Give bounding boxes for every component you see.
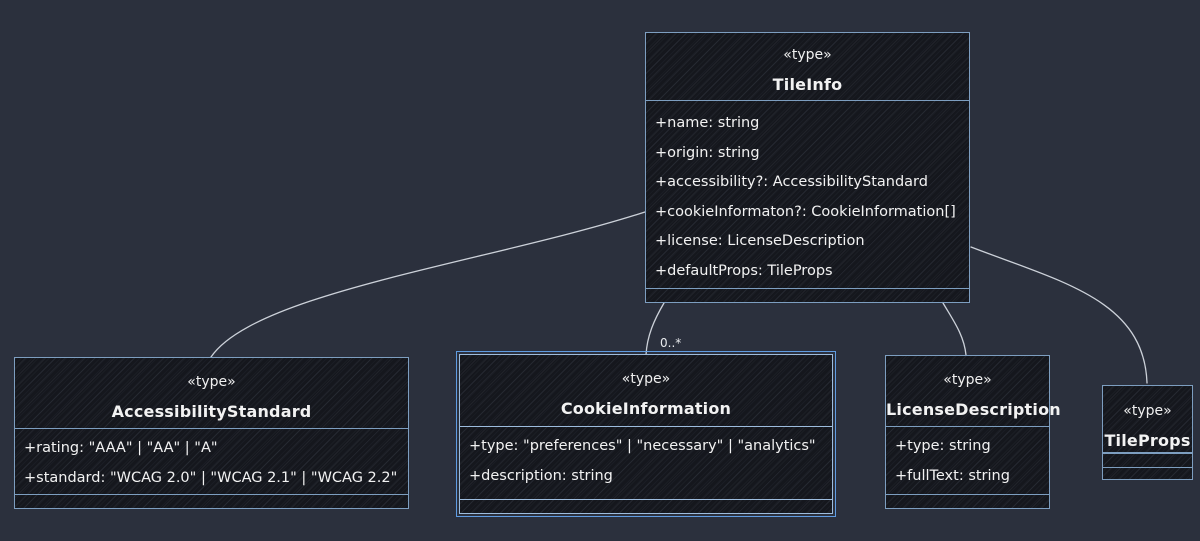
class-header: «type» TileProps — [1103, 386, 1192, 453]
attributes-compartment: +name: string +origin: string +accessibi… — [646, 101, 969, 288]
class-name: TileInfo — [772, 75, 843, 94]
class-box-cookieinformation[interactable]: «type» CookieInformation +type: "prefere… — [456, 351, 836, 517]
attribute-row: +type: string — [895, 438, 991, 454]
class-name: CookieInformation — [560, 399, 732, 418]
empty-compartment — [646, 288, 969, 302]
connector-tileinfo-accessibilitystandard[interactable] — [210, 211, 646, 358]
attributes-compartment: +type: string +fullText: string — [886, 427, 1049, 494]
attribute-row: +license: LicenseDescription — [655, 233, 865, 249]
attributes-compartment: +rating: "AAA" | "AA" | "A" +standard: "… — [15, 429, 408, 494]
class-box-tileprops[interactable]: «type» TileProps — [1102, 385, 1193, 480]
empty-compartment — [15, 494, 408, 508]
attribute-row: +name: string — [655, 115, 760, 131]
multiplicity-label: 0..* — [660, 336, 682, 350]
attribute-row: +type: "preferences" | "necessary" | "an… — [469, 438, 816, 454]
stereotype-label: «type» — [783, 47, 832, 63]
class-box-licensedescription[interactable]: «type» LicenseDescription +type: string … — [885, 355, 1061, 509]
empty-compartment — [1103, 453, 1192, 467]
class-box-cookieinformation-inner: «type» CookieInformation +type: "prefere… — [459, 354, 833, 514]
class-name: TileProps — [1104, 431, 1191, 450]
attribute-row: +rating: "AAA" | "AA" | "A" — [24, 440, 218, 456]
class-header: «type» AccessibilityStandard — [15, 358, 408, 429]
empty-compartment — [886, 494, 1049, 508]
stereotype-label: «type» — [1123, 403, 1172, 419]
class-header: «type» TileInfo — [646, 33, 969, 101]
empty-compartment — [1103, 467, 1192, 479]
empty-compartment — [460, 499, 832, 513]
stereotype-label: «type» — [621, 371, 671, 387]
connector-tileinfo-licensedescription[interactable] — [942, 302, 967, 356]
attribute-row: +standard: "WCAG 2.0" | "WCAG 2.1" | "WC… — [24, 469, 398, 486]
class-name: LicenseDescription — [886, 400, 1061, 419]
attribute-row: +cookieInformaton?: CookieInformation[] — [655, 203, 956, 220]
class-box-tileinfo[interactable]: «type» TileInfo +name: string +origin: s… — [645, 32, 970, 303]
class-box-accessibilitystandard[interactable]: «type» AccessibilityStandard +rating: "A… — [14, 357, 409, 509]
attribute-row: +accessibility?: AccessibilityStandard — [655, 174, 928, 190]
stereotype-label: «type» — [187, 374, 236, 390]
stereotype-label: «type» — [943, 372, 992, 388]
attribute-row: +description: string — [469, 467, 613, 484]
attribute-row: +fullText: string — [895, 467, 1010, 484]
class-header: «type» CookieInformation — [460, 355, 832, 427]
class-header: «type» LicenseDescription — [886, 356, 1061, 427]
attributes-compartment: +type: "preferences" | "necessary" | "an… — [460, 427, 832, 499]
attribute-row: +defaultProps: TileProps — [655, 262, 833, 279]
class-name: AccessibilityStandard — [111, 402, 312, 421]
attribute-row: +origin: string — [655, 144, 760, 161]
